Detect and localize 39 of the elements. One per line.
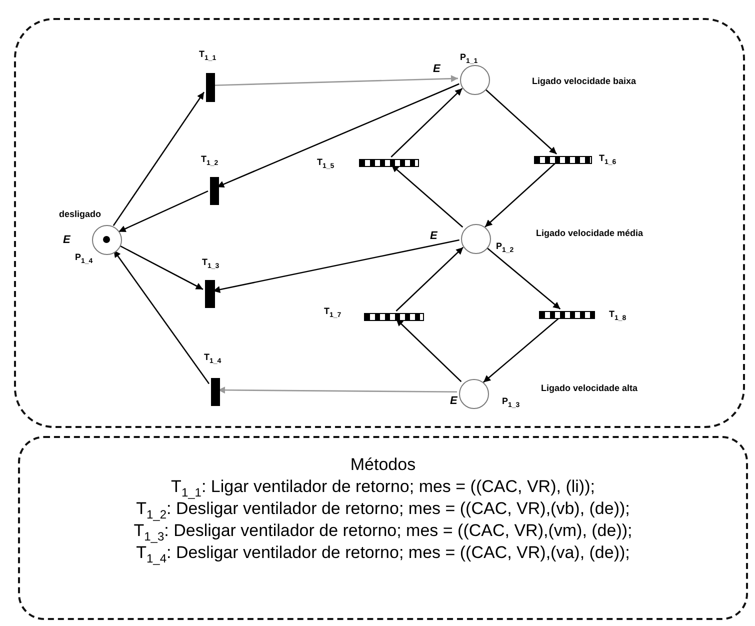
transition-label: T$_{1_3}$ <box>202 257 220 272</box>
methods-panel <box>18 436 748 620</box>
place-label: P$_{1_3}$ <box>502 396 520 411</box>
transition-label: T$_{1_6}$ <box>599 153 616 168</box>
event-label: E <box>63 235 70 246</box>
transition-label: T$_{1_5}$ <box>317 157 334 172</box>
arrow <box>483 316 561 383</box>
arrow <box>484 162 558 228</box>
arrow <box>390 88 463 158</box>
arrow <box>118 190 208 232</box>
state-label: Ligado velocidade média <box>536 228 644 239</box>
arrow <box>391 164 464 228</box>
transition-label: T$_{1_4}$ <box>204 352 222 367</box>
place-label: P$_{1_4}$ <box>75 252 93 267</box>
place-label: P$_{1_2}$ <box>496 241 514 256</box>
arrow <box>113 250 210 384</box>
state-label: Ligado velocidade baixa <box>532 76 636 87</box>
state-label: Ligado velocidade alta <box>541 383 638 394</box>
method-line: T$_{1_2}$: Desligar ventilador de retorno; mes = ((CAC, VR),(vb), (de)); <box>135 499 631 524</box>
method-line: T$_{1_3}$: Desligar ventilador de retorno; mes = ((CAC, VR),(vm), (de)); <box>132 521 634 546</box>
transition-label: T$_{1_1}$ <box>199 49 216 64</box>
method-line: T$_{1_4}$: Desligar ventilador de retorno; mes = ((CAC, VR),(va), (de)); <box>135 543 631 568</box>
state-label: desligado <box>59 209 102 220</box>
arrow <box>396 246 464 312</box>
event-label: E <box>433 64 440 75</box>
arrow <box>218 386 457 394</box>
panel-heading: Métodos <box>349 454 417 476</box>
transition-label: T$_{1_8}$ <box>609 309 626 324</box>
group-frame <box>14 18 745 428</box>
event-label: E <box>450 396 458 407</box>
arrow <box>485 246 561 310</box>
transition-label: T$_{1_2}$ <box>201 154 218 169</box>
event-label: E <box>430 231 438 242</box>
transition-label: T$_{1_7}$ <box>324 306 342 321</box>
arrow <box>484 88 558 154</box>
arrow <box>112 92 205 226</box>
arrow <box>396 318 462 382</box>
method-line: T$_{1_1}$: Ligar ventilador de retorno; mes = ((CAC, VR), (li)); <box>170 476 596 502</box>
place-label: P$_{1_1}$ <box>460 52 478 67</box>
